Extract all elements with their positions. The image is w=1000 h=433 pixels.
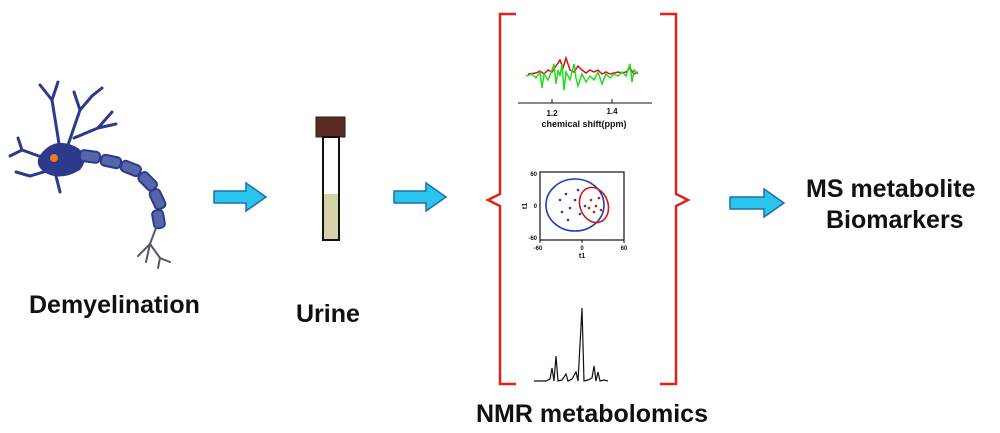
group-ellipse-blue bbox=[545, 178, 605, 232]
score-plot bbox=[539, 171, 625, 243]
data-point bbox=[568, 206, 572, 210]
score-plot-xtick: -60 bbox=[534, 246, 543, 252]
nmr-metabolomics-label: NMR metabolomics bbox=[476, 400, 708, 428]
spectrum-plot bbox=[518, 55, 652, 104]
score-plot-ytick: -60 bbox=[528, 236, 537, 242]
arrow-right-icon bbox=[729, 187, 786, 219]
data-point bbox=[592, 210, 596, 214]
urine-tube-icon bbox=[315, 116, 346, 241]
spectrum-tick-label: 1.4 bbox=[606, 107, 618, 116]
group-ellipse-red bbox=[578, 186, 610, 224]
data-point bbox=[560, 210, 564, 214]
score-plot-xtick: 0 bbox=[580, 246, 584, 252]
urine-label: Urine bbox=[296, 300, 360, 328]
data-point bbox=[583, 204, 587, 208]
biomarker-label-line1: MS metabolite bbox=[806, 175, 976, 203]
spectrum-line-red bbox=[527, 55, 639, 75]
data-point bbox=[566, 218, 570, 222]
score-plot-ytick: 0 bbox=[534, 204, 538, 210]
score-plot-ytick: 60 bbox=[530, 172, 537, 178]
nmr-bracket bbox=[485, 12, 691, 386]
spectrum-tick-label: 1.2 bbox=[546, 109, 558, 118]
data-point bbox=[587, 206, 591, 210]
data-point bbox=[578, 212, 582, 216]
data-point bbox=[589, 198, 593, 202]
spectrum-xlabel: chemical shift(ppm) bbox=[541, 119, 626, 129]
spectrum-line-green bbox=[525, 63, 639, 91]
score-plot-ylabel: t1 bbox=[522, 203, 529, 209]
data-point bbox=[597, 196, 601, 200]
data-point bbox=[564, 192, 568, 196]
score-plot-xlabel: t1 bbox=[579, 253, 585, 260]
arrow-right-icon bbox=[393, 181, 448, 213]
arrow-right-icon bbox=[213, 181, 268, 213]
demyelination-label: Demyelination bbox=[29, 291, 200, 319]
data-point bbox=[573, 198, 577, 202]
score-plot-xtick: 60 bbox=[621, 246, 628, 252]
data-point bbox=[599, 208, 603, 212]
data-point bbox=[594, 204, 598, 208]
data-point bbox=[558, 198, 562, 202]
nmr-1d-spectrum bbox=[534, 307, 609, 382]
biomarker-label-line2: Biomarkers bbox=[826, 206, 964, 234]
data-point bbox=[576, 188, 580, 192]
neuron-icon bbox=[8, 80, 171, 269]
